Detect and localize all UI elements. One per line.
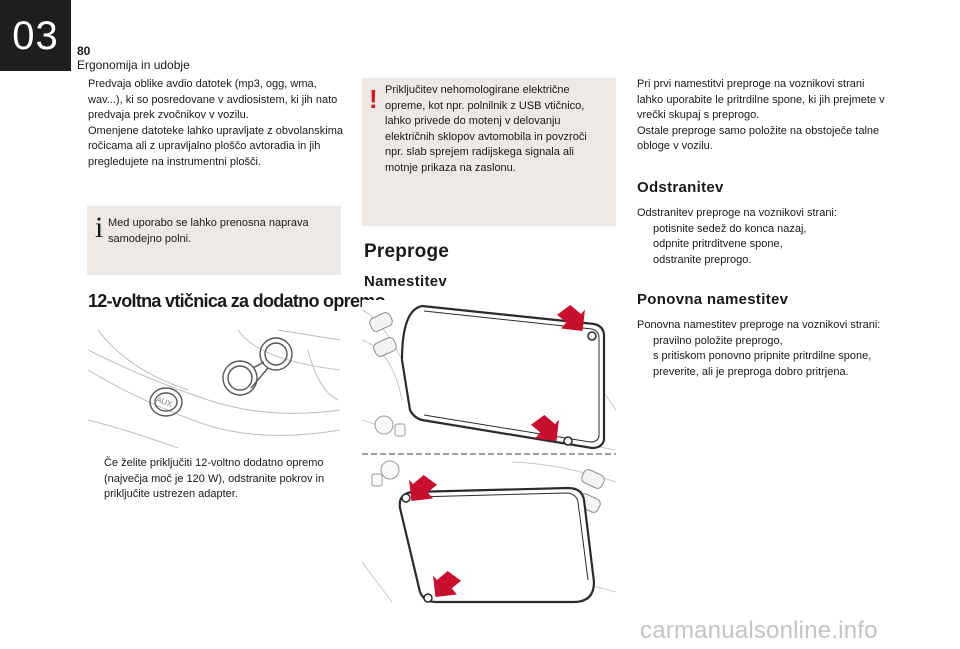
- arrow-icon: [433, 571, 461, 597]
- removal-section: Odstranitev preproge na voznikovi strani…: [637, 206, 893, 268]
- list-item: s pritiskom ponovno pripnite pritrdilne …: [637, 349, 893, 365]
- warning-icon: !: [369, 84, 378, 114]
- list-item: preverite, ali je preproga dobro pritrje…: [637, 365, 893, 381]
- intro-paragraph: Predvaja oblike avdio datotek (mp3, ogg,…: [88, 78, 338, 121]
- aux-label: AUX: [155, 395, 174, 409]
- removal-intro: Odstranitev preproge na voznikovi strani…: [637, 207, 837, 219]
- arrow-icon: [557, 305, 585, 331]
- intro-text: Predvaja oblike avdio datotek (mp3, ogg,…: [88, 77, 344, 170]
- intro-paragraph: Ostale preproge samo položite na obstoje…: [637, 124, 880, 153]
- info-note-box: i Med uporabo se lahko prenosna naprava …: [87, 206, 341, 275]
- warning-box: ! Priključitev nehomologirane električne…: [362, 78, 616, 226]
- list-item-text: odstranite preprogo.: [653, 253, 752, 266]
- list-item: pravilno položite preprogo,: [637, 334, 893, 350]
- info-icon: i: [95, 211, 104, 244]
- mats-intro: Pri prvi namestitvi preproge na voznikov…: [637, 77, 893, 155]
- section-title: Ergonomija in udobje: [77, 58, 190, 72]
- chapter-number: 03: [12, 14, 59, 58]
- refit-heading: Ponovna namestitev: [637, 291, 789, 308]
- mats-heading: Preproge: [364, 241, 450, 262]
- chapter-tab: 03: [0, 0, 71, 71]
- removal-heading: Odstranitev: [637, 179, 724, 196]
- list-item-text: potisnite sedež do konca nazaj,: [653, 222, 807, 235]
- socket-heading: 12-voltna vtičnica za dodatno opremo: [88, 291, 386, 311]
- mat-illustration-bottom: [362, 452, 616, 604]
- list-item: Če želite priključiti 12-voltno dodatno …: [88, 456, 344, 503]
- installation-heading: Namestitev: [364, 273, 448, 290]
- list-item: odstranite preprogo.: [637, 253, 893, 269]
- arrow-icon: [531, 415, 559, 441]
- mat-illustration-top: [362, 300, 616, 450]
- list-item: potisnite sedež do konca nazaj,: [637, 222, 893, 238]
- list-item-text: preverite, ali je preproga dobro pritrje…: [653, 365, 849, 378]
- list-item-text: pravilno položite preprogo,: [653, 334, 783, 347]
- warning-text: Priključitev nehomologirane električne o…: [385, 84, 587, 174]
- page-number: 80: [77, 44, 91, 58]
- list-item-text: odpnite pritrditvene spone,: [653, 238, 783, 250]
- list-item-text: s pritiskom ponovno pripnite pritrdilne …: [653, 350, 872, 362]
- intro-paragraph: Omenjene datoteke lahko upravljate z obv…: [88, 124, 343, 168]
- list-item-text: Če želite priključiti 12-voltno dodatno …: [104, 457, 325, 500]
- socket-instruction: Če želite priključiti 12-voltno dodatno …: [88, 456, 344, 503]
- arrow-icon: [409, 475, 437, 501]
- socket-illustration: AUX: [88, 330, 340, 448]
- watermark: carmanualsonline.info: [640, 617, 878, 644]
- list-item: odpnite pritrditvene spone,: [637, 237, 893, 253]
- refit-intro: Ponovna namestitev preproge na voznikovi…: [637, 319, 881, 331]
- info-note-text: Med uporabo se lahko prenosna naprava sa…: [108, 217, 309, 245]
- intro-paragraph: Pri prvi namestitvi preproge na voznikov…: [637, 78, 885, 121]
- refit-section: Ponovna namestitev preproge na voznikovi…: [637, 318, 893, 380]
